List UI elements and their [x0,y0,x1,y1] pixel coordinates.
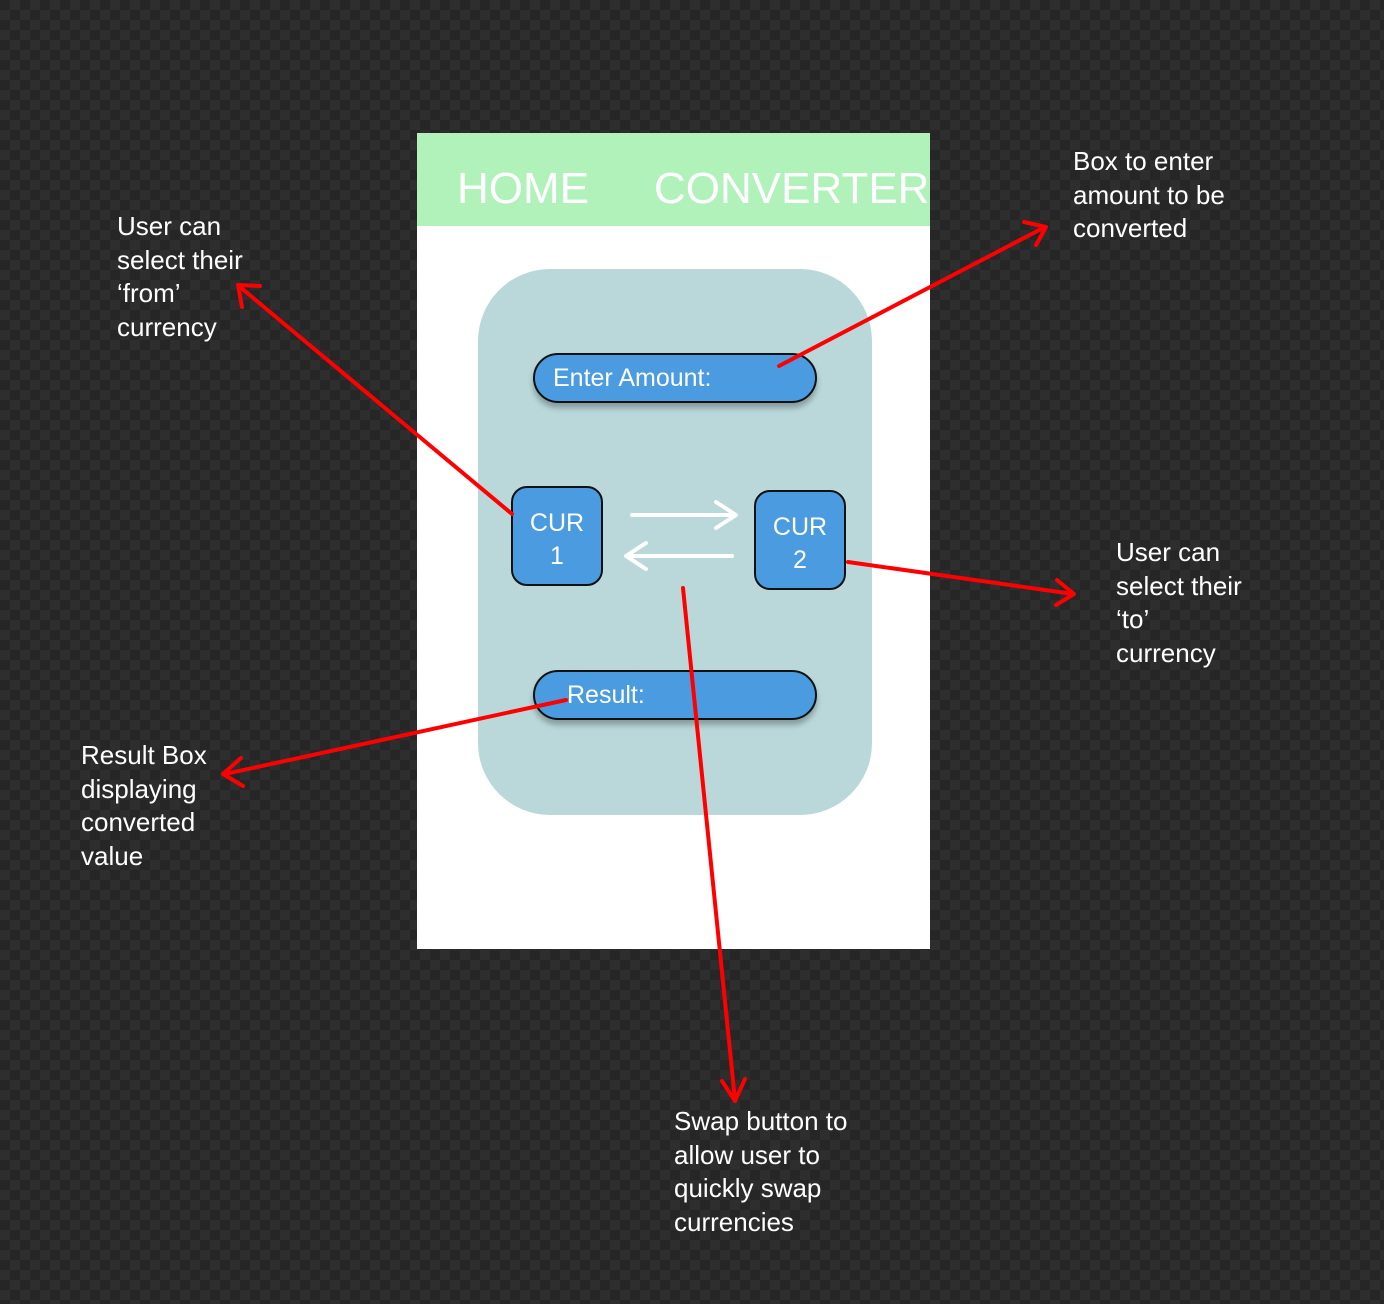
swap-button-annotation: Swap button to allow user to quickly swa… [674,1106,848,1237]
phone-mockup: HOME CONVERTER Enter Amount: CUR 1 CUR 2… [417,133,930,949]
from-currency-button[interactable]: CUR 1 [511,486,603,586]
from-currency-label: CUR [529,509,585,537]
from-currency-annotation: User can select their ‘from’ currency [117,211,243,342]
result-box: Result: [533,670,817,720]
to-currency-label: CUR [772,513,828,541]
result-box-label: Result: [567,681,645,709]
to-currency-button[interactable]: CUR 2 [754,490,846,590]
converter-card: Enter Amount: CUR 1 CUR 2 Result: [478,269,872,815]
amount-input[interactable]: Enter Amount: [533,353,817,403]
from-currency-number: 1 [550,542,564,570]
to-currency-number: 2 [793,546,807,574]
amount-box-arrow [777,220,1048,368]
top-navbar: HOME CONVERTER [417,133,930,226]
result-box-annotation: Result Box displaying converted value [81,740,207,871]
amount-input-label: Enter Amount: [553,364,712,392]
result-box-arrow [221,698,568,788]
swap-icon[interactable] [624,500,738,571]
amount-box-annotation: Box to enter amount to be converted [1073,146,1225,243]
from-currency-arrow [236,283,514,516]
nav-home[interactable]: HOME [457,164,589,213]
to-currency-annotation: User can select their ‘to’ currency [1116,537,1242,668]
nav-converter[interactable]: CONVERTER [654,164,930,213]
to-currency-arrow [846,560,1076,607]
swap-button-arrow [681,586,747,1103]
